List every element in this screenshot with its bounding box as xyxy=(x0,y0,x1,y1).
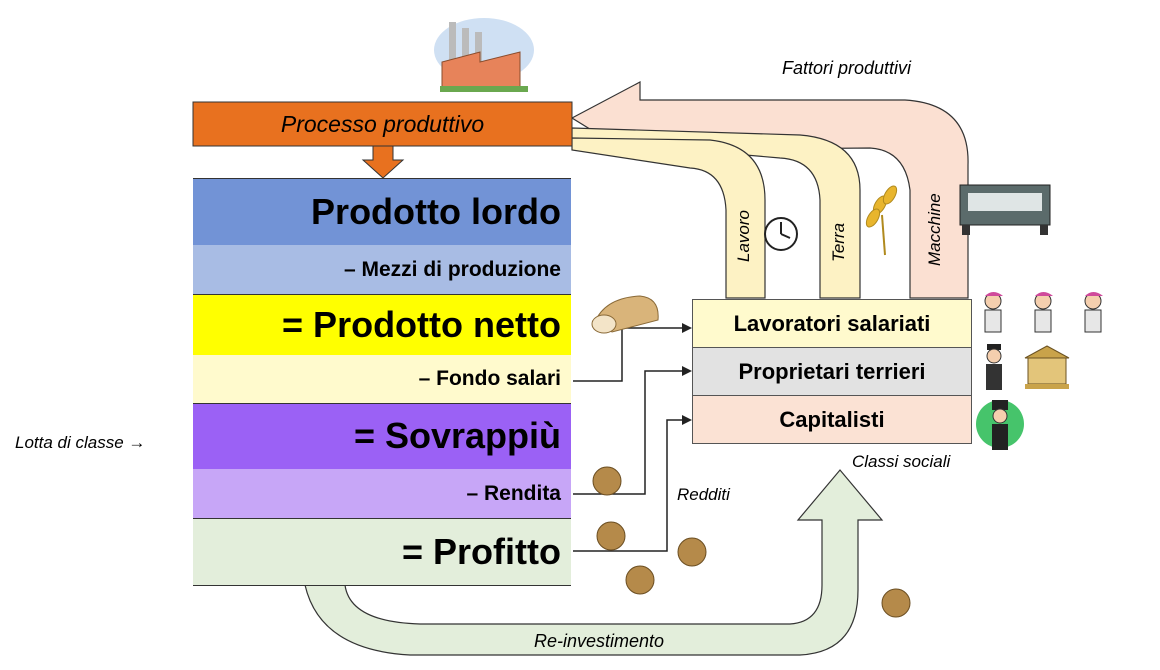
stack-fondo-salari: – Fondo salari xyxy=(193,355,571,403)
landlord-icon xyxy=(986,344,1002,390)
factor-label-lavoro: Lavoro xyxy=(734,210,753,262)
factors-title: Fattori produttivi xyxy=(782,58,912,78)
stack-profitto: = Profitto xyxy=(193,518,571,585)
stack-mezzi-produzione: – Mezzi di produzione xyxy=(193,245,571,294)
income-connectors xyxy=(573,327,686,552)
class-proprietari-terrieri: Proprietari terrieri xyxy=(692,347,972,395)
clock-icon xyxy=(764,217,798,251)
class-lavoratori-salariati: Lavoratori salariati xyxy=(692,300,972,347)
worker-icons xyxy=(984,292,1103,333)
redditi-label: Redditi xyxy=(677,485,730,504)
reinvestment-label: Re-investimento xyxy=(534,631,665,651)
factors-arrow xyxy=(570,81,969,299)
stack-rendita: – Rendita xyxy=(193,469,571,518)
reinvestment-arrow xyxy=(304,469,884,656)
process-down-arrow xyxy=(361,145,405,179)
process-label: Processo produttivo xyxy=(280,110,485,137)
class-capitalisti: Capitalisti xyxy=(692,395,972,443)
process-bar xyxy=(192,101,573,147)
loom-icon xyxy=(959,184,1051,235)
capitalist-icon xyxy=(976,400,1024,450)
class-struggle-label: Lotta di classe → xyxy=(15,433,146,452)
terra-band xyxy=(571,127,861,299)
factory-icon xyxy=(434,18,534,92)
stack-sovrappiu: = Sovrappiù xyxy=(193,403,571,469)
stack-prodotto-lordo: Prodotto lordo xyxy=(193,179,571,245)
connector-arrowheads xyxy=(682,323,692,425)
bank-icon xyxy=(1024,345,1070,389)
stack-divider xyxy=(193,294,571,295)
stack-prodotto-netto: = Prodotto netto xyxy=(193,294,571,355)
wheat-icon xyxy=(865,185,898,256)
classes-title: Classi sociali xyxy=(852,452,951,471)
stack-divider xyxy=(193,518,571,519)
factor-label-macchine: Macchine xyxy=(925,193,944,266)
stack-divider xyxy=(193,403,571,404)
bread-icon xyxy=(591,295,659,334)
factor-label-terra: Terra xyxy=(829,222,848,262)
money-bag-icons xyxy=(592,466,911,618)
lavoro-band xyxy=(571,137,766,299)
